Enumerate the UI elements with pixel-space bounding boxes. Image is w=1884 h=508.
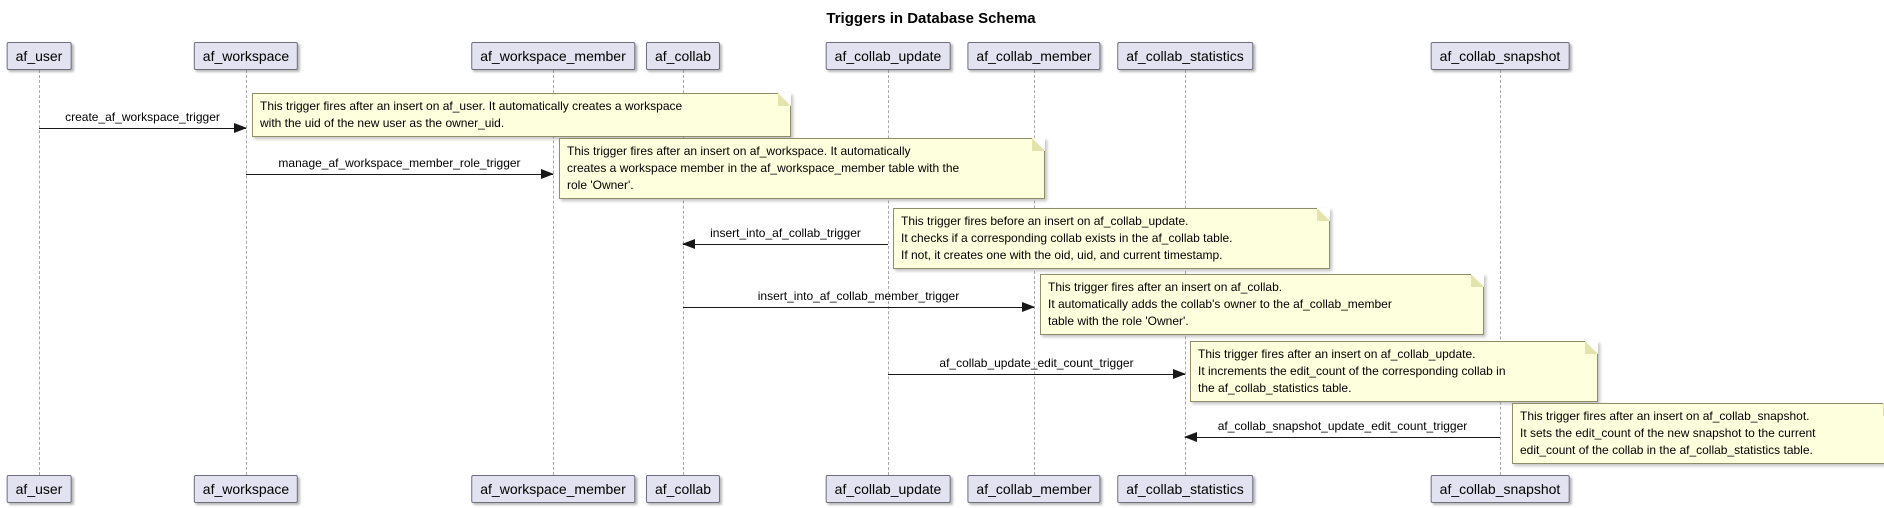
participant-af_workspace_member-bottom: af_workspace_member	[471, 475, 635, 503]
arrowhead-right-icon	[1173, 369, 1186, 379]
note-text-line: the af_collab_statistics table.	[1198, 381, 1352, 395]
message-arrow-insert_into_af_collab_member_trigger	[683, 302, 1035, 312]
trigger-note-4: This trigger fires after an insert on af…	[1040, 274, 1484, 335]
arrowhead-left-icon	[682, 239, 695, 249]
message-arrow-af_collab_update_edit_count_trigger	[888, 369, 1186, 379]
participant-af_collab_update-top: af_collab_update	[825, 42, 951, 70]
diagram-title: Triggers in Database Schema	[826, 10, 1036, 27]
note-fold-icon	[1317, 208, 1330, 221]
arrowhead-right-icon	[234, 123, 247, 133]
note-text-line: with the uid of the new user as the owne…	[260, 116, 505, 130]
lifeline-af_collab_member	[1034, 70, 1035, 475]
lifeline-af_workspace_member	[553, 70, 554, 475]
note-text-line: It increments the edit_count of the corr…	[1198, 364, 1506, 378]
message-arrow-af_collab_snapshot_update_edit_count_trigger	[1184, 432, 1500, 442]
note-fold-icon	[1032, 138, 1045, 151]
note-text-line: role 'Owner'.	[567, 178, 634, 192]
message-label: insert_into_af_collab_member_trigger	[757, 289, 960, 303]
note-fold-icon	[778, 93, 791, 106]
lifeline-af_collab_statistics	[1185, 70, 1186, 475]
note-text-line: It automatically adds the collab's owner…	[1048, 297, 1392, 311]
participant-af_user-bottom: af_user	[6, 475, 72, 503]
trigger-note-1: This trigger fires after an insert on af…	[252, 93, 791, 137]
message-label: create_af_workspace_trigger	[65, 110, 220, 124]
arrowhead-left-icon	[1184, 432, 1197, 442]
lifeline-af_collab_update	[888, 70, 889, 475]
participant-af_collab-top: af_collab	[645, 42, 721, 70]
note-text-line: This trigger fires before an insert on a…	[901, 214, 1189, 228]
note-text-line: This trigger fires after an insert on af…	[1520, 409, 1810, 423]
arrowhead-right-icon	[541, 169, 554, 179]
trigger-note-2: This trigger fires after an insert on af…	[559, 138, 1045, 199]
note-text-line: table with the role 'Owner'.	[1048, 314, 1189, 328]
participant-af_collab_member-top: af_collab_member	[967, 42, 1101, 70]
arrowhead-right-icon	[1022, 302, 1035, 312]
trigger-note-5: This trigger fires after an insert on af…	[1190, 341, 1598, 402]
message-arrow-insert_into_af_collab_trigger	[682, 239, 888, 249]
participant-af_workspace-top: af_workspace	[193, 42, 299, 70]
participant-af_collab_update-bottom: af_collab_update	[825, 475, 951, 503]
note-text-line: edit_count of the collab in the af_colla…	[1520, 443, 1813, 457]
lifeline-af_collab_snapshot	[1500, 70, 1501, 475]
message-arrow-manage_af_workspace_member_role_trigger	[246, 169, 554, 179]
note-text-line: This trigger fires after an insert on af…	[1048, 280, 1283, 294]
participant-af_collab_member-bottom: af_collab_member	[967, 475, 1101, 503]
participant-af_collab_statistics-top: af_collab_statistics	[1117, 42, 1253, 70]
note-text-line: creates a workspace member in the af_wor…	[567, 161, 960, 175]
message-label: af_collab_snapshot_update_edit_count_tri…	[1217, 419, 1468, 433]
note-text-line: It sets the edit_count of the new snapsh…	[1520, 426, 1816, 440]
participant-af_user-top: af_user	[6, 42, 72, 70]
trigger-note-3: This trigger fires before an insert on a…	[893, 208, 1330, 269]
participant-af_collab_statistics-bottom: af_collab_statistics	[1117, 475, 1253, 503]
note-text-line: It checks if a corresponding collab exis…	[901, 231, 1233, 245]
participant-af_collab_snapshot-top: af_collab_snapshot	[1430, 42, 1570, 70]
lifeline-af_collab	[683, 70, 684, 475]
participant-af_workspace-bottom: af_workspace	[193, 475, 299, 503]
message-label: insert_into_af_collab_trigger	[710, 226, 861, 240]
message-label: manage_af_workspace_member_role_trigger	[278, 156, 521, 170]
message-arrow-create_af_workspace_trigger	[39, 123, 247, 133]
lifeline-af_user	[39, 70, 40, 475]
note-fold-icon	[1585, 341, 1598, 354]
participant-af_workspace_member-top: af_workspace_member	[471, 42, 635, 70]
participant-af_collab-bottom: af_collab	[645, 475, 721, 503]
note-text-line: This trigger fires after an insert on af…	[567, 144, 911, 158]
message-label: af_collab_update_edit_count_trigger	[939, 356, 1134, 370]
note-text-line: This trigger fires after an insert on af…	[1198, 347, 1476, 361]
note-text-line: If not, it creates one with the oid, uid…	[901, 248, 1223, 262]
participant-af_collab_snapshot-bottom: af_collab_snapshot	[1430, 475, 1570, 503]
note-text-line: This trigger fires after an insert on af…	[260, 99, 683, 113]
lifeline-af_workspace	[246, 70, 247, 475]
trigger-note-6: This trigger fires after an insert on af…	[1512, 403, 1884, 464]
note-fold-icon	[1471, 274, 1484, 287]
